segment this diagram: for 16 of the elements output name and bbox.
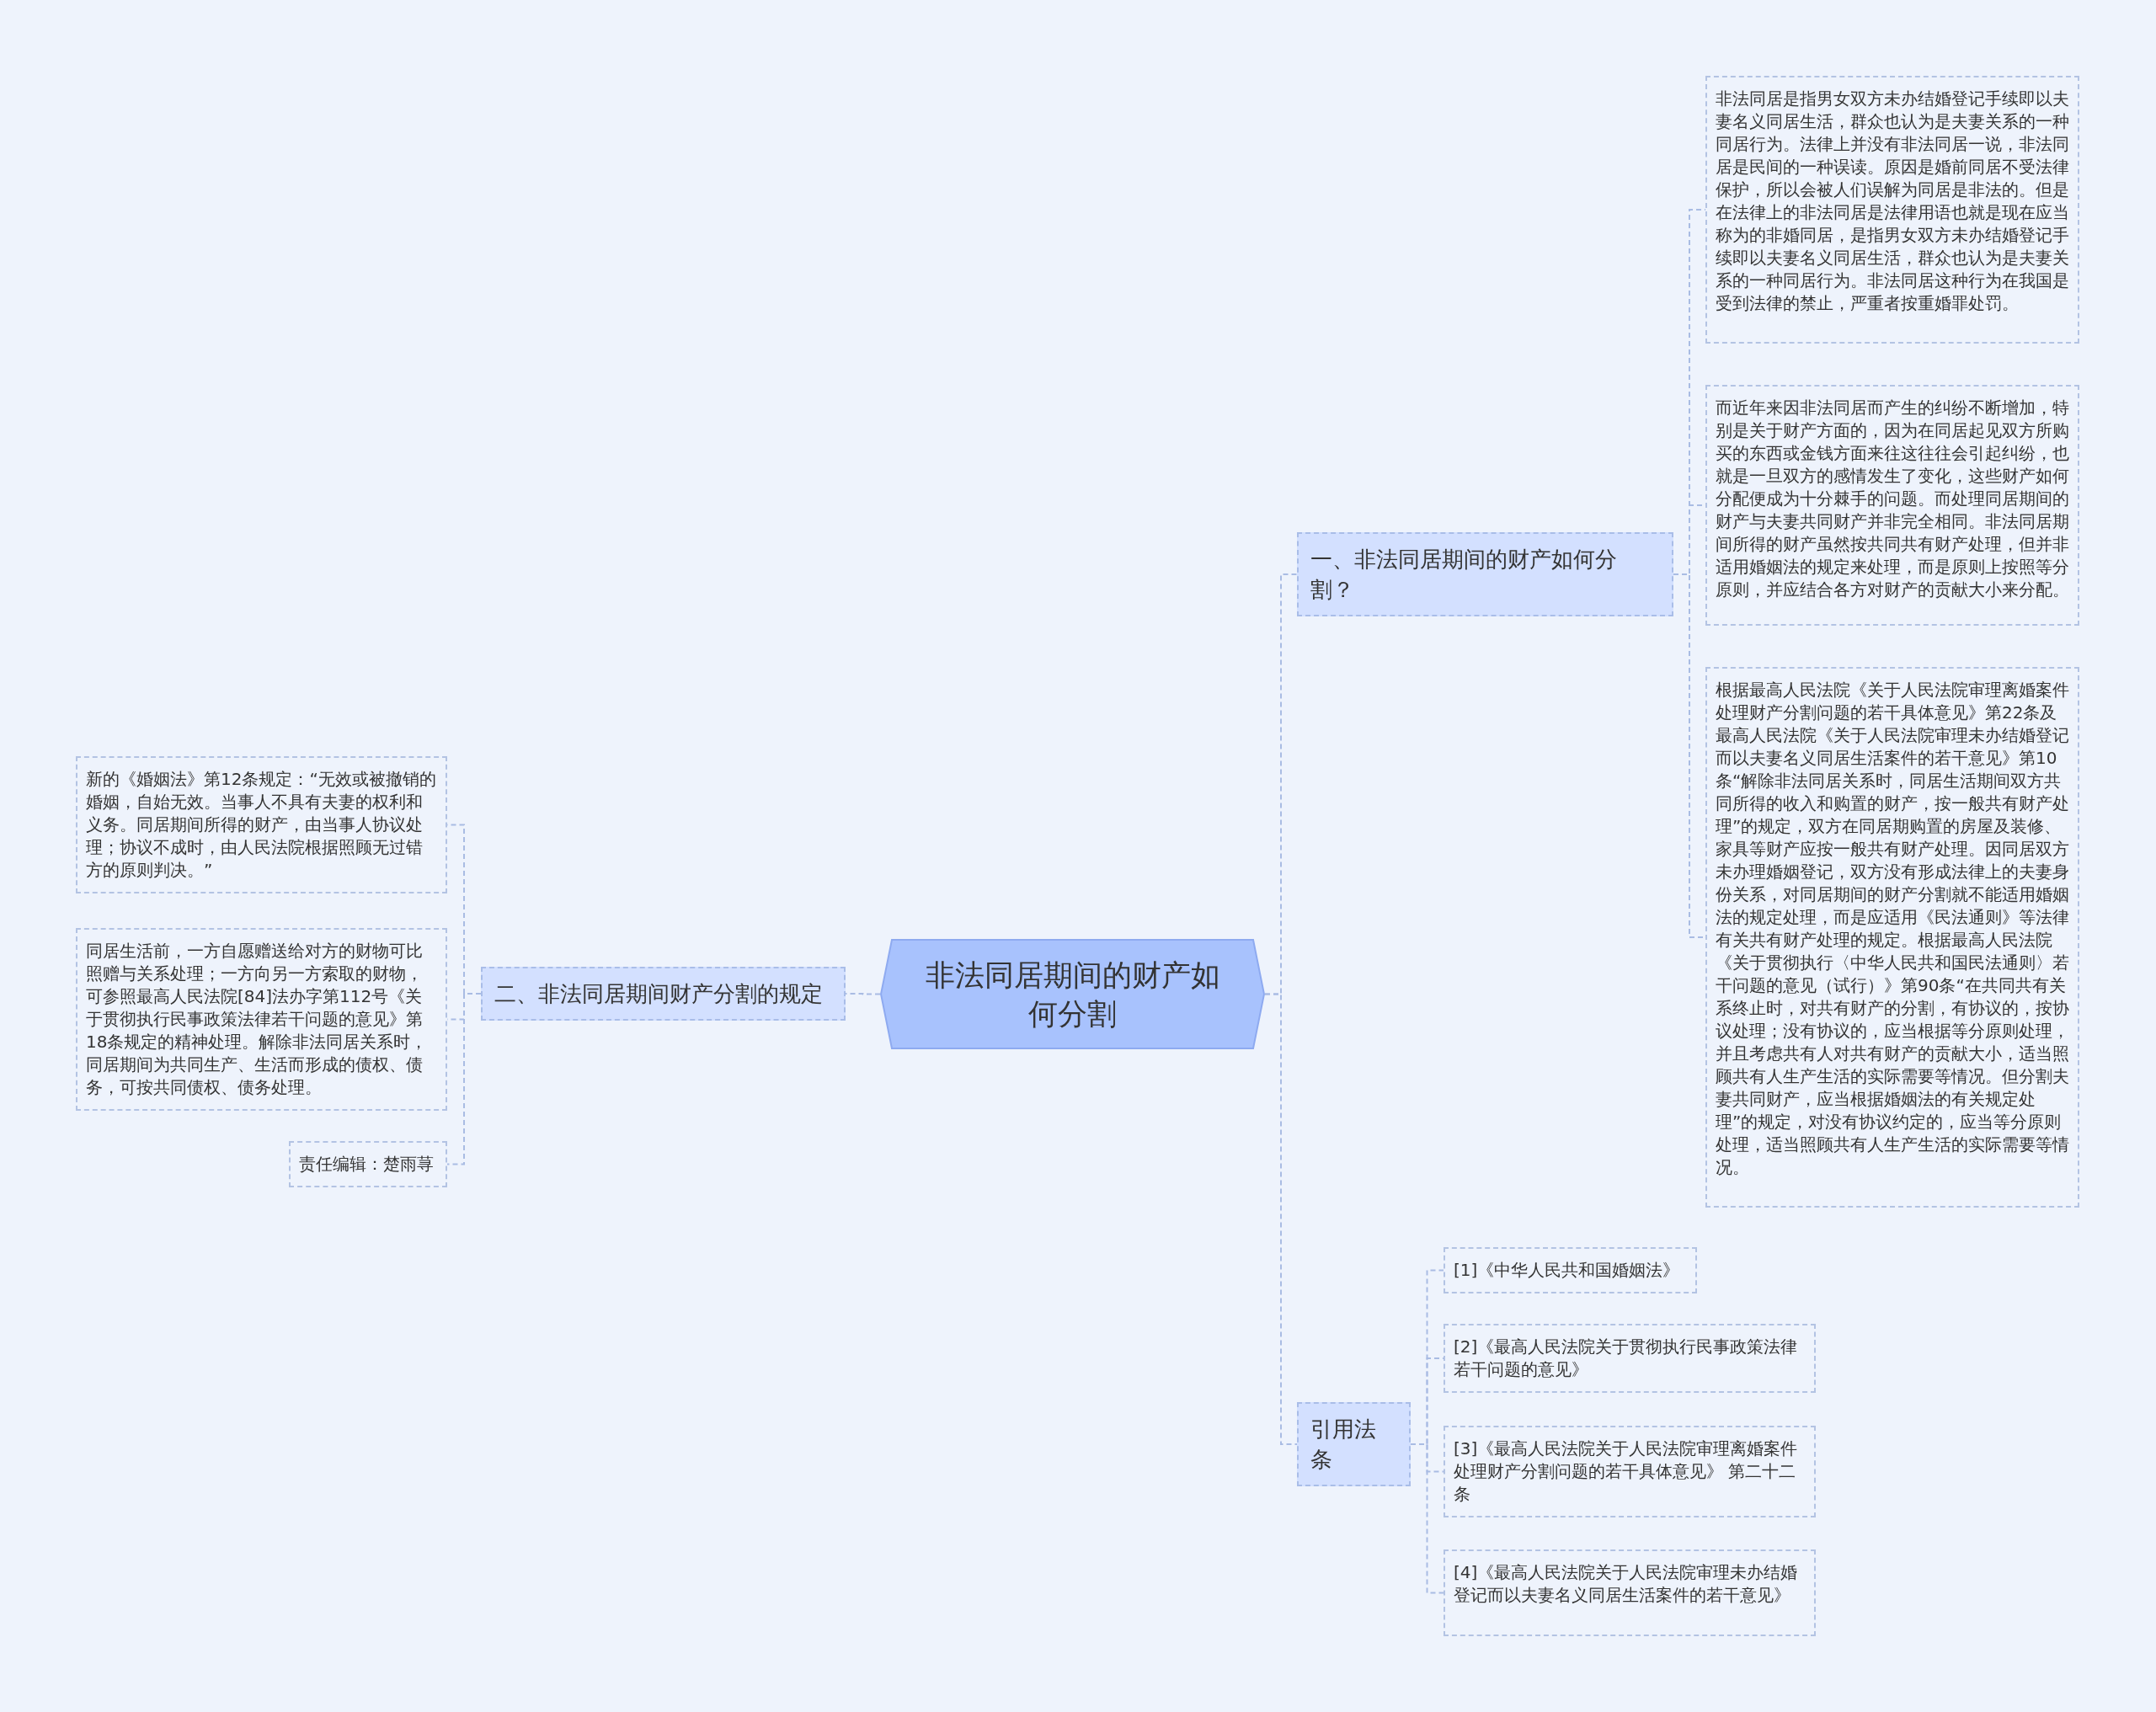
- note-box: 新的《婚姻法》第12条规定：“无效或被撤销的婚姻，自始无效。当事人不具有夫妻的权利和义务。同居期间所得的财产，由当事人协议处理；协议不成时，由人民法院根据照顾无过错方的原则判决。”: [76, 756, 447, 893]
- note-box: 同居生活前，一方自愿赠送给对方的财物可比照赠与关系处理；一方向另一方索取的财物，可参照最高人民法院[84]法办字第112号《关于贯彻执行民事政策法律若干问题的意见》第18条规定的精神处理。解除非法同居关系时，同居期间为共同生产、生活而形成的债权、债务，可按共同债权、债务处理。: [76, 928, 447, 1111]
- topic-box: 一、非法同居期间的财产如何分割？: [1297, 532, 1673, 616]
- note-box: 责任编辑：楚雨荨: [289, 1141, 447, 1187]
- note-box: [1]《中华人民共和国婚姻法》: [1444, 1247, 1697, 1293]
- note-box: 非法同居是指男女双方未办结婚登记手续即以夫妻名义同居生活，群众也认为是夫妻关系的一种同居行为。法律上并没有非法同居一说，非法同居是民间的一种误读。原因是婚前同居不受法律保护，所以会被人们误解为同居是非法的。但是在法律上的非法同居是法律用语也就是现在应当称为的非婚同居，是指男女双方未办结婚登记手续即以夫妻名义同居生活，群众也认为是夫妻关系的一种同居行为。非法同居这种行为在我国是受到法律的禁止，严重者按重婚罪处罚。: [1705, 76, 2079, 344]
- note-box: [4]《最高人民法院关于人民法院审理未办结婚登记而以夫妻名义同居生活案件的若干意见》: [1444, 1549, 1816, 1636]
- note-box: 而近年来因非法同居而产生的纠纷不断增加，特别是关于财产方面的，因为在同居起见双方所购买的东西或金钱方面来往这往往会引起纠纷，也就是一旦双方的感情发生了变化，这些财产如何分配便成为十分棘手的问题。而处理同居期间的财产与夫妻共同财产并非完全相同。非法同居期间所得的财产虽然按共同共有财产处理，但并非适用婚姻法的规定来处理，而是原则上按照等分原则，并应结合各方对财产的贡献大小来分配。: [1705, 385, 2079, 626]
- connector-line: [1410, 1443, 1444, 1594]
- topic-box: 二、非法同居期间财产分割的规定: [481, 967, 846, 1021]
- connector-line: [446, 993, 482, 1165]
- note-box: 根据最高人民法院《关于人民法院审理离婚案件处理财产分割问题的若干具体意见》第22条及最高人民法院《关于人民法院审理未办结婚登记而以夫妻名义同居生活案件的若干意见》第10条“解除非法同居关系时，同居生活期间双方共同所得的收入和购置的财产，按一般共有财产处理”的规定，双方在同居期购置的房屋及装修、家具等财产应按一般共有财产处理。因同居双方未办理婚姻登记，双方没有形成法律上的夫妻身份关系，对同居期间的财产分割就不能适用婚姻法的规定处理，而是应适用《民法通则》等法律有关共有财产处理的规定。根据最高人民法院《关于贯彻执行〈中华人民共和国民法通则〉若干问题的意见（试行）》第90条“在共同共有关系终止时，对共有财产的分割，有协议的，按协议处理；没有协议的，应当根据等分原则处理，并且考虑共有人对共有财产的贡献大小，适当照顾共有人生产生活的实际需要等情况。但分割夫妻共同财产，应当根据婚姻法的有关规定处理”的规定，对没有协议约定的，应当等分原则处理，适当照顾共有人生产生活的实际需要等情况。: [1705, 667, 2079, 1208]
- note-box: [2]《最高人民法院关于贯彻执行民事政策法律若干问题的意见》: [1444, 1324, 1816, 1393]
- note-box: [3]《最高人民法院关于人民法院审理离婚案件处理财产分割问题的若干具体意见》 第二十二条: [1444, 1426, 1816, 1517]
- topic-box: 引用法条: [1297, 1402, 1411, 1486]
- connector-line: [1264, 993, 1298, 1445]
